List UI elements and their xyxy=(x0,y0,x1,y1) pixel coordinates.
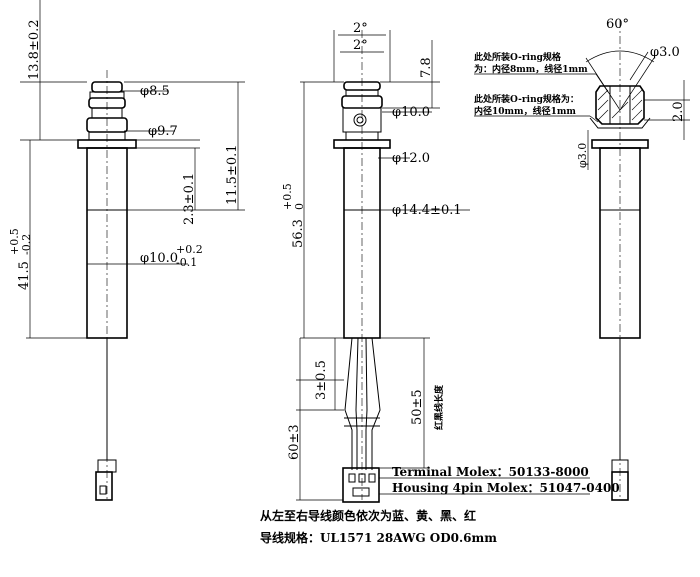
dim-2deg-a: 2° xyxy=(353,21,368,36)
dim-56-3-plus: +0.5 xyxy=(281,183,294,210)
dim-phi-10-tol: φ10.0 xyxy=(140,251,178,266)
note-red-wire-length: 红黑线长度 xyxy=(433,384,445,430)
note-oring-top-2: 为：内径8mm，线径1mm xyxy=(474,63,588,75)
dim-phi-10-minus: -0.1 xyxy=(176,256,197,269)
middle-view xyxy=(296,30,590,503)
right-view xyxy=(474,20,690,501)
dim-13-8: 13.8±0.2 xyxy=(27,19,42,80)
note-wire-spec: 导线规格：UL1571 28AWG OD0.6mm xyxy=(260,530,497,545)
dim-3: 3±0.5 xyxy=(314,360,329,400)
note-housing: Housing 4pin Molex：51047-0400 xyxy=(392,481,620,495)
left-view xyxy=(20,0,245,501)
dim-phi-10: φ10.0 xyxy=(392,105,430,120)
dim-phi-8-5: φ8.5 xyxy=(140,84,170,99)
dim-phi-14-4: φ14.4±0.1 xyxy=(392,203,462,218)
note-terminal: Terminal Molex：50133-8000 xyxy=(392,465,589,479)
notes: 此处所装O-ring规格 为：内径8mm，线径1mm 此处所装O-ring规格为… xyxy=(260,51,620,545)
dim-phi-12: φ12.0 xyxy=(392,151,430,166)
note-oring-top-1: 此处所装O-ring规格 xyxy=(474,51,562,63)
dim-2-0: 2.0 xyxy=(671,101,686,122)
dim-41-5-plus: +0.5 xyxy=(8,228,21,255)
dim-2deg-b: 2° xyxy=(353,38,368,53)
dim-41-5: 41.5 xyxy=(17,261,32,290)
dim-41-5-minus: -0.2 xyxy=(20,234,33,255)
note-oring-bot-2: 内径10mm，线径1mm xyxy=(474,105,576,117)
dim-phi-3-top: φ3.0 xyxy=(650,45,680,60)
dim-2-3: 2.3±0.1 xyxy=(182,173,197,225)
dim-60deg: 60° xyxy=(606,17,629,32)
dim-phi-9-7: φ9.7 xyxy=(148,124,178,139)
dim-phi-3-side: φ3.0 xyxy=(576,143,589,168)
dim-56-3: 56.3 xyxy=(291,219,306,248)
dim-50: 50±5 xyxy=(410,389,425,425)
dim-7-8: 7.8 xyxy=(419,57,434,78)
dim-56-3-minus: 0 xyxy=(293,203,306,210)
dim-60: 60±3 xyxy=(287,424,302,460)
dim-phi-10-plus: +0.2 xyxy=(176,243,203,256)
note-wire-colors: 从左至右导线颜色依次为蓝、黄、黑、红 xyxy=(260,508,476,523)
dim-11-5: 11.5±0.1 xyxy=(225,144,240,205)
note-oring-bot-1: 此处所装O-ring规格为： xyxy=(474,93,579,105)
dimension-labels: 13.8±0.2 φ8.5 φ9.7 φ10.0 +0.2 -0.1 2.3±0… xyxy=(8,17,686,460)
